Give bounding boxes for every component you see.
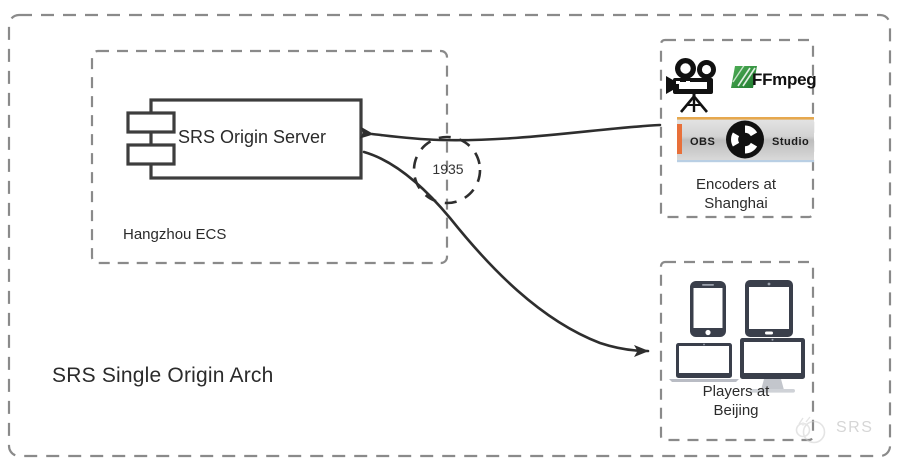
ffmpeg-wordmark: FFmpeg	[752, 70, 817, 89]
port-badge-label: 1935	[432, 161, 464, 177]
srs-cloud-logo	[795, 416, 826, 444]
laptop-icon	[669, 343, 739, 382]
zone-hangzhou-label: Hangzhou ECS	[123, 226, 227, 243]
srs-origin-server-label: SRS Origin Server	[178, 127, 327, 147]
smartphone-icon	[690, 281, 726, 337]
obs-wordmark-left: OBS	[690, 136, 716, 148]
port-badge-circle	[412, 135, 482, 205]
srs-origin-server-body	[149, 98, 363, 180]
play-stream-arrow	[362, 150, 650, 357]
ffmpeg-logo-mark	[731, 63, 757, 88]
movie-camera-icon	[666, 58, 716, 113]
obs-wordmark-right: Studio	[772, 136, 810, 148]
zone-encoders-label: Encoders at Shanghai	[695, 176, 777, 212]
node-srs-origin-server[interactable]	[126, 98, 363, 180]
zone-hangzhou-ecs	[90, 49, 449, 265]
tablet-icon	[745, 280, 793, 337]
srs-origin-server-tab-top	[126, 111, 176, 134]
page-title: SRS Single Origin Arch	[52, 364, 274, 387]
desktop-monitor-icon	[740, 338, 805, 393]
watermark-label: SRS	[836, 419, 874, 436]
zone-players-beijing	[659, 260, 815, 442]
publish-stream-arrow	[359, 123, 662, 142]
diagram-frame	[7, 13, 892, 458]
srs-origin-server-tab-bottom	[126, 143, 176, 166]
zone-players-label: Players at Beijing	[702, 383, 770, 419]
obs-studio-logo	[677, 117, 814, 163]
